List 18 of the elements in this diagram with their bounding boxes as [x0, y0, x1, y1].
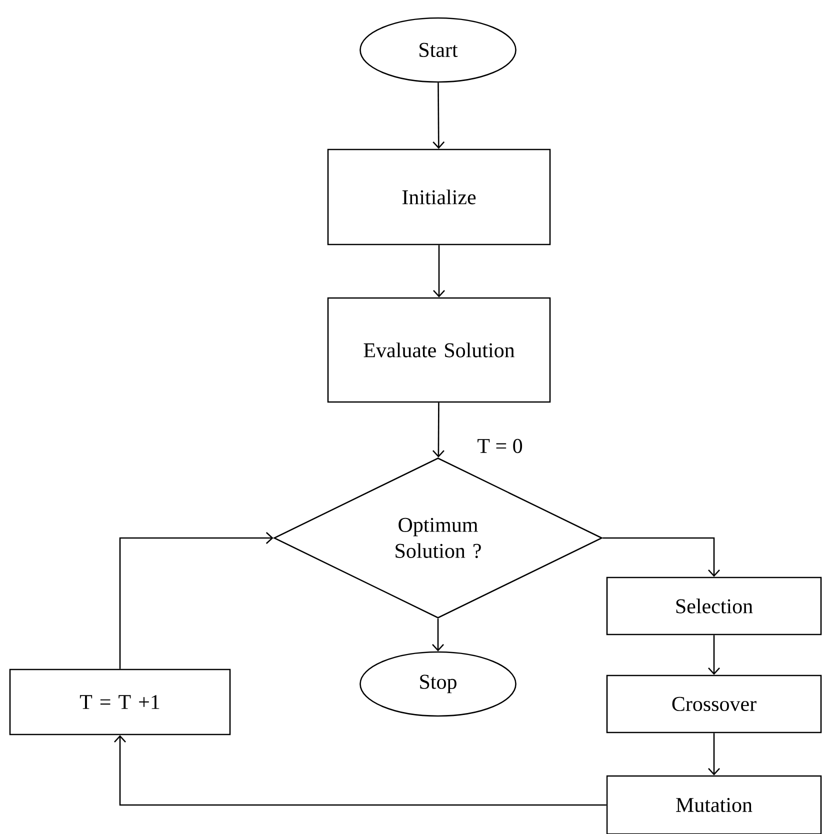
process-box: Selection [606, 576, 822, 636]
arrow [433, 245, 445, 298]
arrow [114, 735, 606, 806]
arrow [708, 733, 720, 776]
process-box: Initialize [327, 148, 551, 246]
arrow [708, 635, 720, 675]
condition-label: T = 0 [478, 438, 522, 454]
arrow [432, 82, 445, 149]
process-box: Mutation [606, 775, 822, 834]
process-box: T = T +1 [9, 668, 231, 736]
arrow [602, 537, 720, 577]
start-oval: Start [360, 17, 516, 83]
process-box: Evaluate Solution [327, 297, 551, 403]
arrow [432, 402, 444, 458]
arrow [432, 618, 444, 652]
stop-oval: Stop [360, 651, 516, 717]
arrow [119, 532, 274, 669]
process-box: Crossover [606, 674, 822, 734]
